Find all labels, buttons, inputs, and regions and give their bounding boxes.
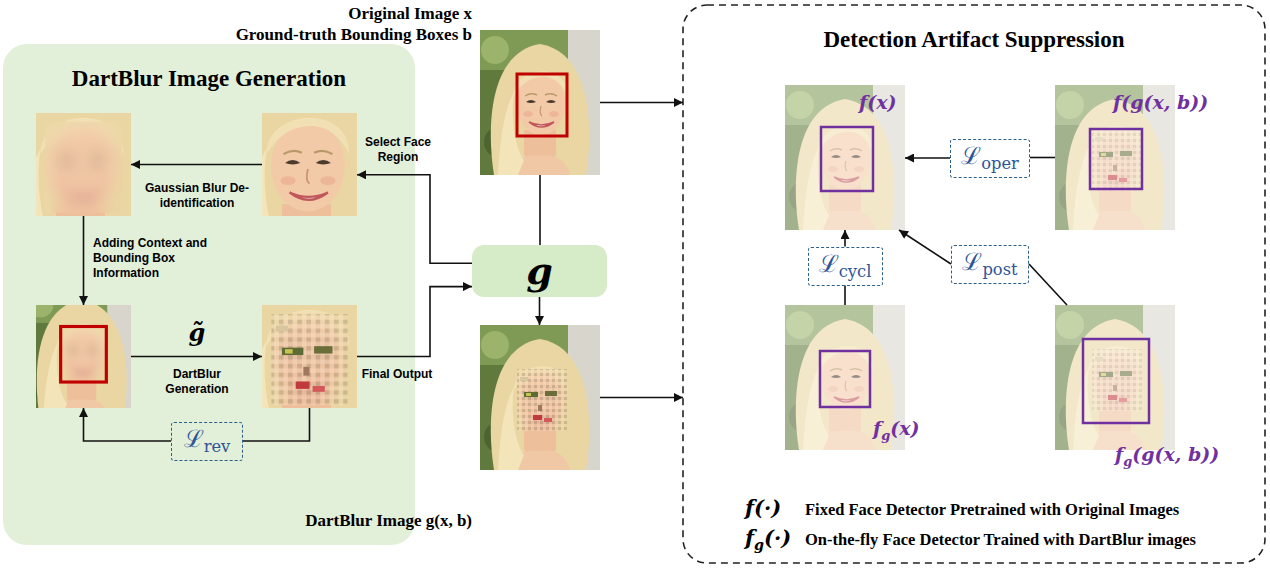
- subscript-text: rev: [204, 437, 231, 456]
- node-text: Ground-truth Bounding Boxes b: [236, 25, 472, 44]
- subscript-text: post: [982, 260, 1017, 279]
- node-text: g: [526, 248, 553, 293]
- image-node: Original Image xGround-truth Bounding Bo…: [480, 30, 600, 175]
- label-group: DartBlur Generation: [142, 367, 252, 397]
- dashed-panel: [683, 5, 1265, 563]
- panel: ℒrev DartBlur Image Generation: [3, 44, 415, 545]
- process-box: g: [472, 245, 607, 297]
- label-group: fg(·): [745, 525, 791, 554]
- node-text: Detection Artifact Suppression: [823, 27, 1124, 52]
- node-text: ℒ: [184, 425, 204, 453]
- node-text: f(g(x, b)): [1113, 91, 1208, 113]
- text-group: f(g(x, b)): [1113, 91, 1208, 114]
- image-node: fg(g(x, b)): [1055, 305, 1175, 450]
- text-group: fg(x): [873, 417, 920, 443]
- text-group: Detection Artifact Suppression: [683, 27, 1265, 53]
- detection-image: [785, 305, 905, 450]
- text-group: ℒpost: [962, 249, 1017, 280]
- edge-label-text: Select Face Region: [365, 135, 431, 164]
- label-group: f(·): [745, 495, 781, 520]
- connector-line: [539, 175, 541, 245]
- label-group: On-the-fly Face Detector Trained with Da…: [805, 530, 1196, 550]
- image-node: f(g(x, b)): [1055, 85, 1175, 230]
- node-text: ℒ: [962, 248, 982, 276]
- label-text: (·): [764, 525, 791, 550]
- text-group: g: [526, 252, 553, 290]
- context-image: [36, 305, 131, 408]
- edge-label: Final Output: [357, 367, 437, 382]
- image-node: fg(x): [785, 305, 905, 450]
- edge-label-text: g̃: [189, 318, 206, 347]
- connector-arrow: [899, 230, 951, 264]
- node-text: DartBlur Image g(x, b): [305, 511, 472, 530]
- label-text: DartBlur Generation: [165, 367, 228, 396]
- image-node: f(x): [785, 85, 905, 230]
- node-text: Original Image x: [348, 4, 472, 23]
- node-text: ℒ: [961, 142, 981, 170]
- dartblur-crop: [262, 305, 357, 408]
- text-group: DartBlur Image g(x, b): [305, 511, 472, 531]
- connector-arrow: [357, 175, 472, 263]
- label-text: f: [745, 525, 754, 550]
- connector-arrow: [844, 230, 846, 247]
- node-text: (g(x, b)): [1132, 443, 1219, 465]
- original-image: [480, 30, 600, 175]
- label-text: On-the-fly Face Detector Trained with Da…: [805, 530, 1196, 549]
- edge-label: Adding Context and Bounding Box Informat…: [93, 236, 217, 281]
- text-group: ℒcycl: [819, 251, 872, 282]
- context-image: [27, 287, 137, 417]
- edge-label: g̃: [189, 319, 206, 348]
- connector-line: [243, 408, 310, 441]
- subscript-text: g: [881, 428, 890, 443]
- label-text: f(·): [745, 495, 781, 520]
- loss-box: ℒpost: [951, 245, 1029, 284]
- node-text: f: [1115, 443, 1123, 465]
- loss-box: ℒoper: [950, 139, 1030, 178]
- dartblur-image: [480, 325, 600, 470]
- subscript-text: g: [1123, 454, 1132, 469]
- text-group: Ground-truth Bounding Boxes b: [236, 25, 472, 45]
- connector-arrow: [83, 216, 85, 305]
- blurred-face: [36, 113, 131, 216]
- node-text: f(x): [859, 91, 896, 113]
- connector-arrow: [600, 102, 683, 104]
- node-text: f: [873, 417, 881, 439]
- text-group: fg(g(x, b)): [1115, 443, 1219, 469]
- connector-line: [1029, 264, 1067, 305]
- connector-arrow: [131, 356, 262, 358]
- panel: f(x)f(g(x, b))fg(x)fg(g(x, b))ℒoperℒcycl…: [683, 5, 1265, 563]
- connector-arrow: [357, 287, 472, 357]
- subscript-text: g: [754, 537, 764, 553]
- image-node: DartBlur Image g(x, b): [480, 325, 600, 470]
- detection-image: [1055, 305, 1175, 450]
- text-group: DartBlur Image Generation: [3, 66, 415, 92]
- node-text: ℒ: [819, 250, 839, 278]
- node-text: DartBlur Image Generation: [72, 66, 346, 91]
- detection-image: [785, 85, 905, 230]
- connector-arrow: [131, 164, 262, 166]
- edge-label: Gaussian Blur De-identification: [135, 181, 259, 211]
- connector-line: [844, 286, 846, 306]
- text-group: Original Image x: [348, 4, 472, 24]
- edge-label-text: Gaussian Blur De-identification: [145, 181, 249, 210]
- text-group: ℒrev: [184, 426, 231, 457]
- edge-label-text: Final Output: [362, 367, 433, 381]
- edge-label: Select Face Region: [361, 135, 435, 165]
- loss-box: ℒrev: [171, 422, 243, 461]
- edge-label-text: Adding Context and Bounding Box Informat…: [93, 236, 207, 280]
- connector-arrow: [539, 297, 541, 325]
- subscript-text: cycl: [839, 262, 872, 281]
- label-group: Fixed Face Detector Pretrained with Orig…: [805, 500, 1179, 520]
- node-text: (x): [890, 417, 919, 439]
- text-group: f(x): [859, 91, 896, 114]
- face-crop: [262, 113, 357, 216]
- connector-arrow: [905, 157, 950, 159]
- connector-arrow: [84, 408, 172, 441]
- connector-line: [1030, 157, 1055, 159]
- subscript-text: oper: [981, 154, 1019, 173]
- connector-arrow: [600, 397, 683, 399]
- label-text: Fixed Face Detector Pretrained with Orig…: [805, 500, 1179, 519]
- text-group: ℒoper: [961, 143, 1019, 174]
- loss-box: ℒcycl: [808, 247, 883, 286]
